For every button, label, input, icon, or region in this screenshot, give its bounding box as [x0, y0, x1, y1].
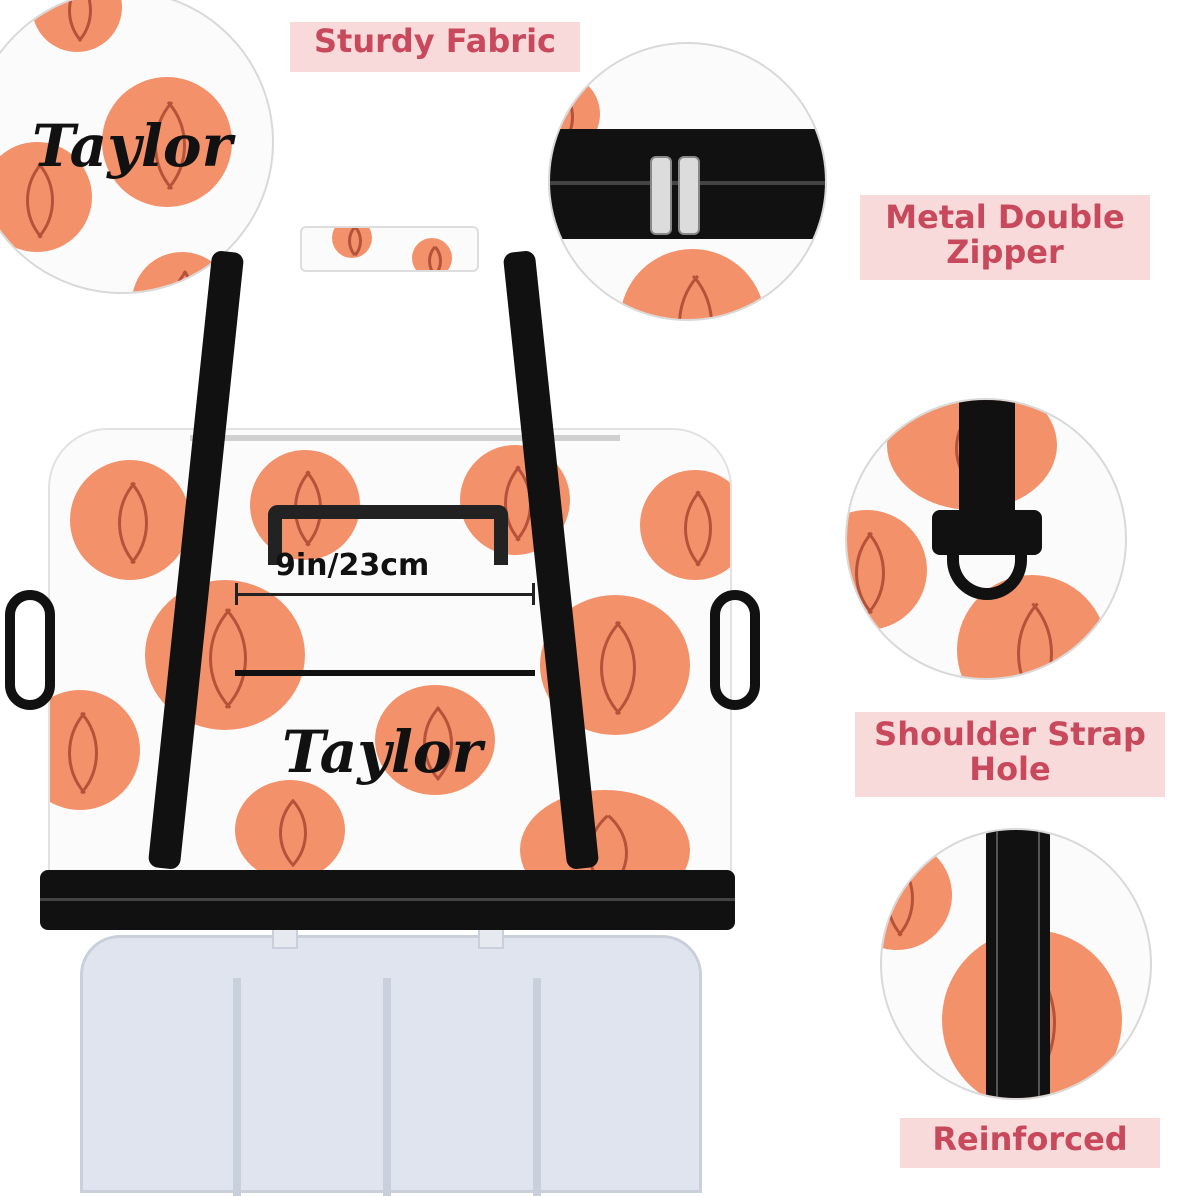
shoulder-strap-clip-icon: [5, 590, 55, 710]
basketball-print: [375, 685, 495, 796]
zipper-teeth: [40, 898, 735, 901]
dimension-label: 9in/23cm: [275, 548, 430, 583]
label-line: Metal Double: [885, 198, 1125, 236]
label-background: [290, 22, 580, 72]
basketball-print: [847, 510, 927, 630]
duffel-bag-body: 9in/23cm Taylor: [48, 428, 732, 882]
basketball-print: [882, 840, 952, 951]
reinforced-label: Reinforced: [932, 1120, 1128, 1158]
name-print: Taylor: [282, 718, 483, 786]
basketball-print: [332, 228, 372, 262]
label-background: [855, 712, 1165, 797]
basketball-print: [70, 460, 190, 580]
dimension-tick: [235, 583, 238, 605]
zipper-pull-icon: [678, 156, 700, 235]
basketball-print: [412, 238, 452, 270]
basketball-print: [235, 780, 345, 880]
basketball-print: [620, 249, 765, 319]
dimension-line: [235, 593, 535, 596]
name-print: Taylor: [32, 112, 233, 180]
basketball-print: [32, 0, 122, 54]
label-line: Hole: [969, 749, 1051, 788]
label-line: Zipper: [946, 232, 1064, 271]
handle-wrap: [300, 226, 479, 272]
suitcase-rib: [533, 978, 541, 1196]
shoe-compartment: [40, 870, 735, 930]
front-pocket-zipper: [235, 670, 535, 676]
stitch-line: [996, 830, 998, 1098]
fabric-detail-circle: Taylor: [0, 0, 274, 294]
basketball-print: [640, 470, 730, 581]
label-background: [900, 1118, 1160, 1168]
zipper-detail-circle: [548, 42, 827, 321]
shoulder-strap-clip-icon: [710, 590, 760, 710]
stitch-line: [1038, 830, 1040, 1098]
basketball-print: [50, 690, 140, 810]
suitcase-rib: [383, 978, 391, 1196]
strap-hole-detail-circle: [845, 398, 1127, 680]
label-line: Shoulder Strap: [874, 715, 1146, 753]
dimension-tick: [532, 583, 535, 605]
suitcase-rib: [233, 978, 241, 1196]
sturdy-fabric-label: Sturdy Fabric: [313, 22, 556, 60]
top-zipper: [190, 435, 620, 441]
trolley-sleeve-handle: [268, 505, 508, 565]
basketball-print: [102, 77, 232, 207]
zipper-pull-icon: [650, 156, 672, 235]
basketball-print: [520, 790, 690, 880]
strap-webbing: [959, 400, 1015, 520]
suitcase: [80, 935, 702, 1196]
label-background: [860, 195, 1150, 280]
basketball-print: [0, 142, 92, 253]
reinforced-detail-circle: [880, 828, 1152, 1100]
metal-double-zipper-label: Metal Double Zipper: [860, 200, 1150, 269]
shoulder-strap-hole-label: Shoulder Strap Hole: [855, 717, 1165, 786]
